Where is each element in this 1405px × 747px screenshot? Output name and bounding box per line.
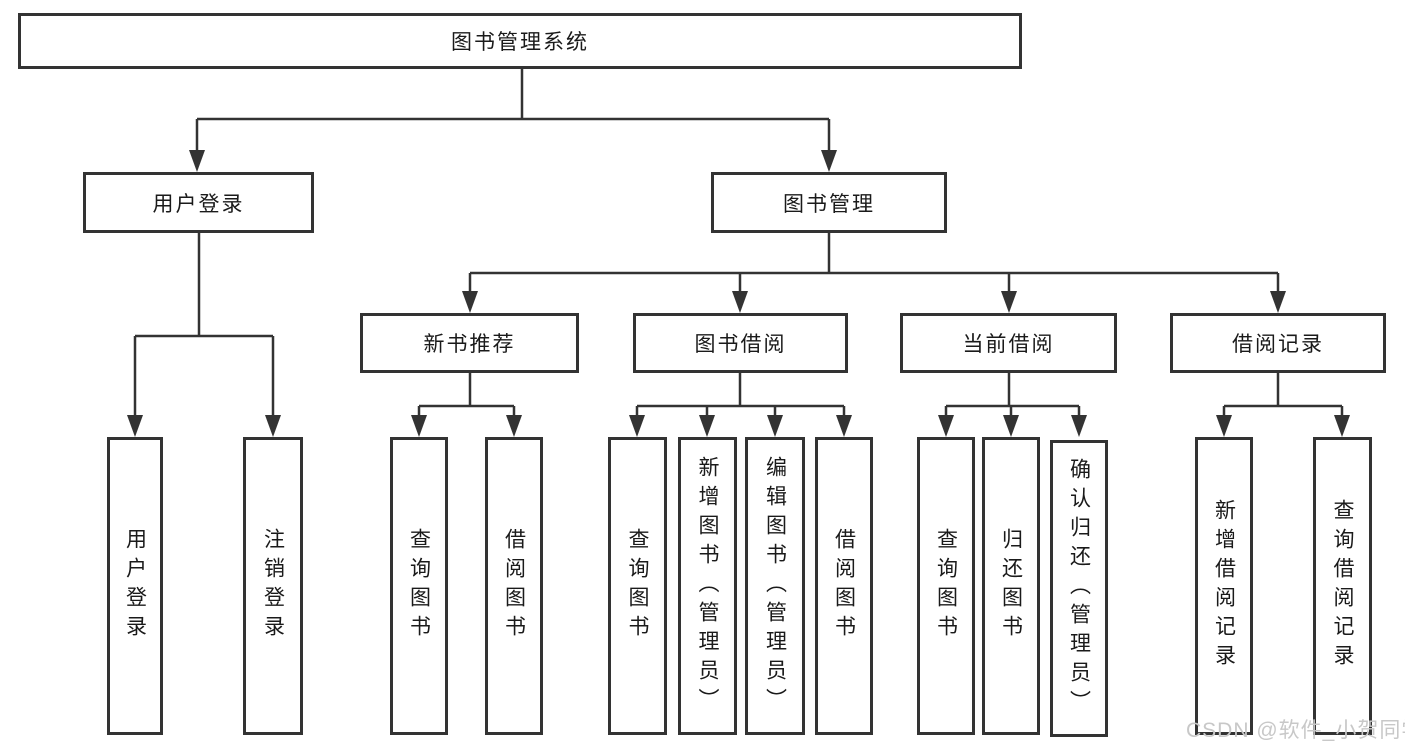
- node-user-login: 用户登录: [83, 172, 314, 233]
- arrowhead: [1270, 291, 1286, 313]
- node-label: 查询图书: [407, 528, 431, 644]
- node-label: 查询图书: [626, 528, 649, 644]
- arrowhead: [767, 415, 783, 437]
- leaf-user-login: 用户登录: [107, 437, 163, 735]
- arrowhead: [1216, 415, 1232, 437]
- arrowhead: [938, 415, 954, 437]
- node-current-borrowing: 当前借阅: [900, 313, 1117, 373]
- node-label: 图书管理: [783, 192, 875, 216]
- node-label: 借阅图书: [502, 528, 526, 644]
- leaf-logout: 注销登录: [243, 437, 303, 735]
- arrowhead: [189, 150, 205, 172]
- leaf-add-book-admin: 新增图书（管理员）: [678, 437, 737, 735]
- arrowhead: [506, 415, 522, 437]
- node-label: 归还图书: [999, 528, 1023, 644]
- node-label: 新增图书（管理员）: [696, 455, 719, 717]
- node-label: 图书借阅: [694, 333, 787, 356]
- node-book-borrowing: 图书借阅: [633, 313, 848, 373]
- leaf-query-books-recommend: 查询图书: [390, 437, 448, 735]
- leaf-add-borrow-record: 新增借阅记录: [1195, 437, 1253, 735]
- arrowhead: [821, 150, 837, 172]
- arrowhead: [411, 415, 427, 437]
- arrowhead: [836, 415, 852, 437]
- node-label: 查询借阅记录: [1331, 499, 1354, 673]
- node-label: 编辑图书（管理员）: [763, 455, 787, 717]
- leaf-return-books: 归还图书: [982, 437, 1040, 735]
- node-label: 新增借阅记录: [1212, 499, 1236, 673]
- node-new-book-recommend: 新书推荐: [360, 313, 579, 373]
- node-label: 当前借阅: [962, 333, 1055, 356]
- node-label: 借阅记录: [1232, 333, 1324, 356]
- arrowhead: [462, 291, 478, 313]
- leaf-confirm-return-admin: 确认归还（管理员）: [1050, 440, 1108, 737]
- leaf-borrow-books-borrowing: 借阅图书: [815, 437, 873, 735]
- connector-records-to-leaves: [1216, 371, 1350, 437]
- leaf-query-books-current: 查询图书: [917, 437, 975, 735]
- arrowhead: [1003, 415, 1019, 437]
- connector-new-book-to-leaves: [411, 371, 522, 437]
- leaf-query-books-borrowing: 查询图书: [608, 437, 667, 735]
- connector-current-borrow-to-leaves: [938, 371, 1087, 437]
- leaf-borrow-books-recommend: 借阅图书: [485, 437, 543, 735]
- node-label: 图书管理系统: [451, 31, 589, 54]
- node-borrow-records: 借阅记录: [1170, 313, 1386, 373]
- connector-root-to-level1: [189, 66, 837, 172]
- connector-user-login-to-leaves: [127, 230, 281, 437]
- arrowhead: [699, 415, 715, 437]
- leaf-edit-book-admin: 编辑图书（管理员）: [745, 437, 805, 735]
- arrowhead: [127, 415, 143, 437]
- node-label: 查询图书: [934, 528, 958, 644]
- arrowhead: [265, 415, 281, 437]
- node-book-management: 图书管理: [711, 172, 947, 233]
- node-label: 确认归还（管理员）: [1067, 458, 1091, 719]
- arrowhead: [732, 291, 748, 313]
- connector-book-mgmt-to-level2: [462, 230, 1286, 313]
- node-label: 借阅图书: [832, 528, 856, 644]
- arrowhead: [1334, 415, 1350, 437]
- leaf-query-borrow-record: 查询借阅记录: [1313, 437, 1372, 735]
- arrowhead: [1071, 415, 1087, 437]
- arrowhead: [1001, 291, 1017, 313]
- node-label: 用户登录: [152, 192, 245, 216]
- csdn-watermark: CSDN @软件_小贺同学: [1186, 719, 1405, 742]
- node-label: 用户登录: [123, 528, 147, 644]
- node-label: 新书推荐: [423, 333, 516, 356]
- node-library-system: 图书管理系统: [18, 13, 1022, 69]
- connector-book-borrow-to-leaves: [629, 371, 852, 437]
- node-label: 注销登录: [261, 528, 285, 644]
- arrowhead: [629, 415, 645, 437]
